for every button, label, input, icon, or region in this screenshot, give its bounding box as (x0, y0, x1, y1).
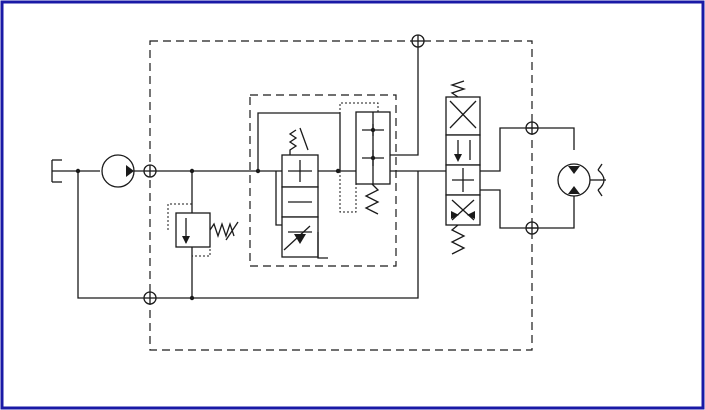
motor-icon (557, 163, 606, 197)
relief-valve-icon (167, 171, 239, 301)
compensator-valve-icon (339, 47, 419, 215)
control-block-enclosure (249, 94, 397, 267)
directional-valve-icon (445, 80, 575, 255)
system-enclosure (149, 40, 533, 351)
port-crossing (143, 164, 157, 178)
return-line (77, 171, 419, 299)
pilot-valve-icon (257, 112, 341, 259)
port-crossing (143, 291, 157, 305)
port-crossing (411, 34, 425, 48)
pump-icon (101, 154, 135, 188)
